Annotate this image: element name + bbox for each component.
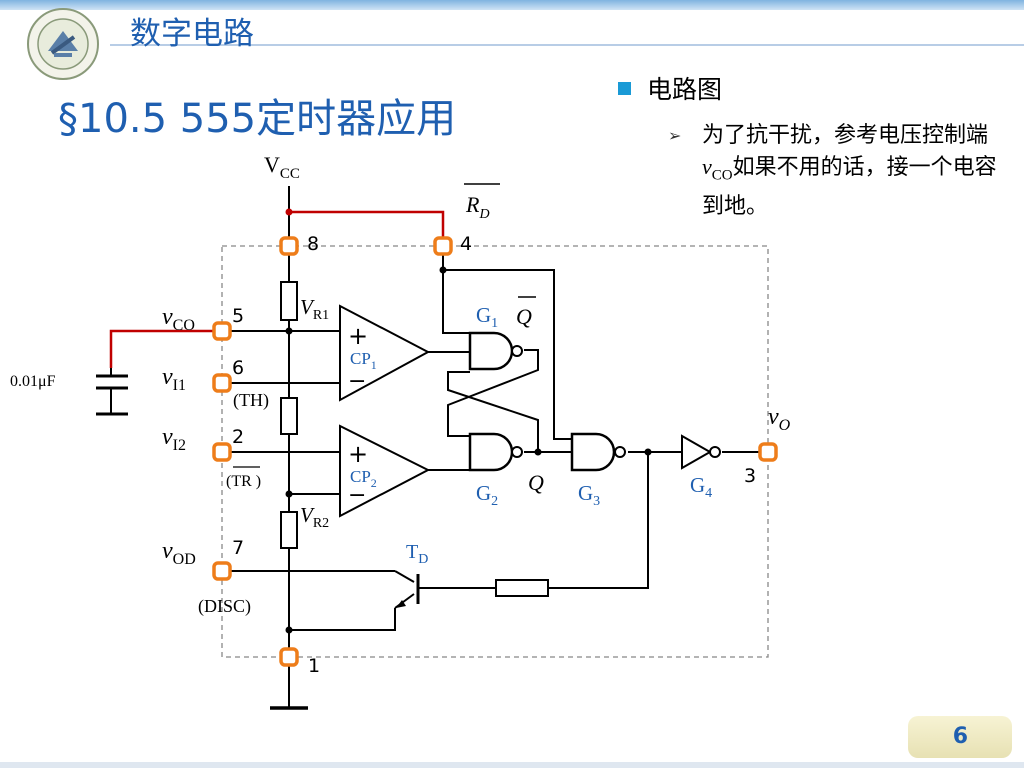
capacitor-value: 0.01μF (10, 373, 56, 390)
vi2-label: vI2 (162, 424, 186, 454)
transistor-arrow-icon (396, 600, 406, 608)
vi1-label: vI1 (162, 364, 186, 394)
comparator-cp1 (339, 304, 431, 402)
pin-5-label: 5 (232, 305, 244, 327)
note-part1: 为了抗干扰，参考电压控制端 (702, 123, 989, 148)
pin-6-label: 6 (232, 357, 244, 379)
vco-label: vCO (162, 304, 195, 334)
vo-label: vO (768, 404, 791, 434)
capacitor-wire (109, 329, 222, 368)
cp1-minus: − (348, 369, 366, 394)
bullet-text: 电路图 (647, 75, 723, 104)
sub-bullet-note: ➢ 为了抗干扰，参考电压控制端 vCO如果不用的话，接一个电容到地。 (668, 120, 998, 222)
sub-bullet-text: 为了抗干扰，参考电压控制端 vCO如果不用的话，接一个电容到地。 (702, 120, 998, 222)
pin-markers (212, 236, 778, 667)
footer-divider (0, 762, 1024, 768)
resistor-middle (280, 397, 298, 435)
pin-8-label: 8 (307, 233, 319, 255)
cp1-plus: + (348, 322, 368, 350)
tr-label: (TR ) (226, 473, 261, 490)
rd-label: RD (465, 192, 490, 222)
cp2-minus: − (348, 483, 366, 508)
vr2-label: VR2 (300, 503, 329, 531)
reset-tie-wire (289, 210, 445, 246)
comparator-cp2 (339, 424, 431, 518)
vcc-label: VCC (264, 152, 300, 182)
pin-2-label: 2 (232, 426, 244, 448)
vod-label: vOD (162, 538, 196, 568)
resistor-top (280, 281, 298, 321)
qbar-label: Q (516, 304, 532, 329)
junction-dots (285, 208, 652, 634)
g2-label: G2 (476, 481, 498, 509)
pin-4-label: 4 (460, 233, 472, 255)
disc-label: (DISC) (198, 596, 251, 617)
section-title: §10.5 555定时器应用 (58, 96, 457, 142)
university-logo (27, 8, 99, 80)
note-part2: 如果不用的话，接一个电容到地。 (702, 155, 997, 220)
top-accent-bar (0, 0, 1024, 10)
vr1-label: VR1 (300, 295, 329, 323)
q-label: Q (528, 470, 544, 495)
course-title: 数字电路 (130, 16, 254, 52)
cp2-plus: + (348, 440, 368, 468)
cp2-label: CP2 (350, 467, 377, 490)
inverter-g4 (681, 434, 713, 470)
cp1-label: CP1 (350, 349, 377, 372)
td-label: TD (406, 541, 428, 567)
arrow-bullet-icon: ➢ (668, 126, 682, 145)
page-number-box: 6 (908, 716, 1012, 758)
wires (96, 186, 768, 710)
g3-label: G3 (578, 481, 600, 509)
g1-label: G1 (476, 303, 498, 331)
note-vco: vCO (702, 154, 733, 184)
g4-label: G4 (690, 473, 712, 501)
nand-gate-g3 (570, 432, 616, 472)
nand-gate-g1 (468, 331, 514, 371)
header-divider (110, 44, 1024, 46)
square-bullet-icon (618, 82, 631, 95)
page-number: 6 (952, 724, 968, 749)
resistor-base (495, 579, 549, 597)
bullet-circuit-diagram: 电路图 (618, 70, 722, 106)
nand-gate-g2 (468, 432, 514, 472)
pin-1-label: 1 (308, 655, 320, 677)
th-label: (TH) (233, 390, 269, 411)
resistor-bottom (280, 511, 298, 549)
pin-3-label: 3 (744, 465, 756, 487)
pin-7-label: 7 (232, 537, 244, 559)
